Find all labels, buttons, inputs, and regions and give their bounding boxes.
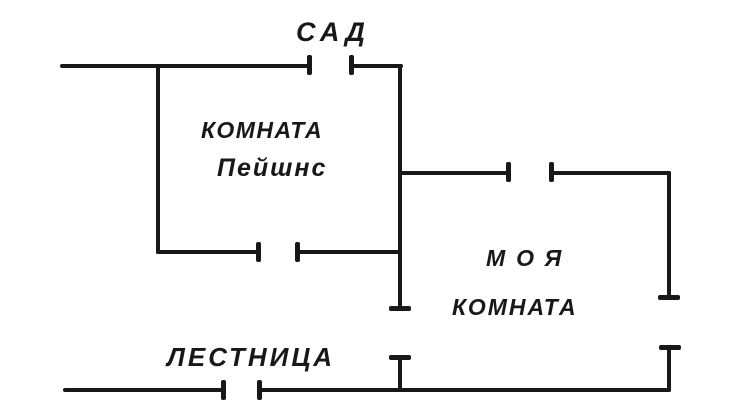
label-my-room-line2: КОМНАТА	[452, 294, 578, 320]
wall-patience-bottom-left	[156, 250, 260, 254]
wall-endcap-myroom-right	[658, 295, 680, 300]
door-jamb-garden-left	[307, 55, 312, 75]
label-staircase: ЛЕСТНИЦА	[167, 342, 336, 372]
wall-top-left-segment	[60, 64, 311, 68]
label-my-room-line1: МОЯ	[486, 245, 573, 271]
door-jamb-patience-right	[295, 242, 300, 262]
wall-stub-left	[398, 357, 402, 390]
door-jamb-myroom-right	[549, 162, 554, 182]
wall-myroom-top-left	[398, 171, 510, 175]
wall-bottom-right-segment	[260, 388, 671, 392]
label-patience-room-line2: Пейшнс	[217, 154, 328, 182]
wall-bottom-left-segment	[63, 388, 224, 392]
wall-patience-left	[156, 64, 160, 254]
wall-myroom-top-right	[552, 171, 671, 175]
door-jamb-myroom-left	[506, 162, 511, 182]
door-jamb-garden-right	[349, 55, 354, 75]
label-garden: САД	[296, 17, 370, 47]
wall-center-vertical	[398, 64, 402, 309]
wall-top-right-segment	[352, 64, 403, 68]
wall-patience-bottom-right	[298, 250, 402, 254]
wall-stub-right	[667, 347, 671, 392]
label-patience-room-line1: КОМНАТА	[201, 117, 324, 143]
wall-endcap-center-bottom	[389, 306, 411, 311]
door-jamb-patience-left	[256, 242, 261, 262]
wall-myroom-right	[667, 171, 671, 298]
door-jamb-bottom-left	[221, 380, 226, 400]
door-jamb-bottom-right	[257, 380, 262, 400]
